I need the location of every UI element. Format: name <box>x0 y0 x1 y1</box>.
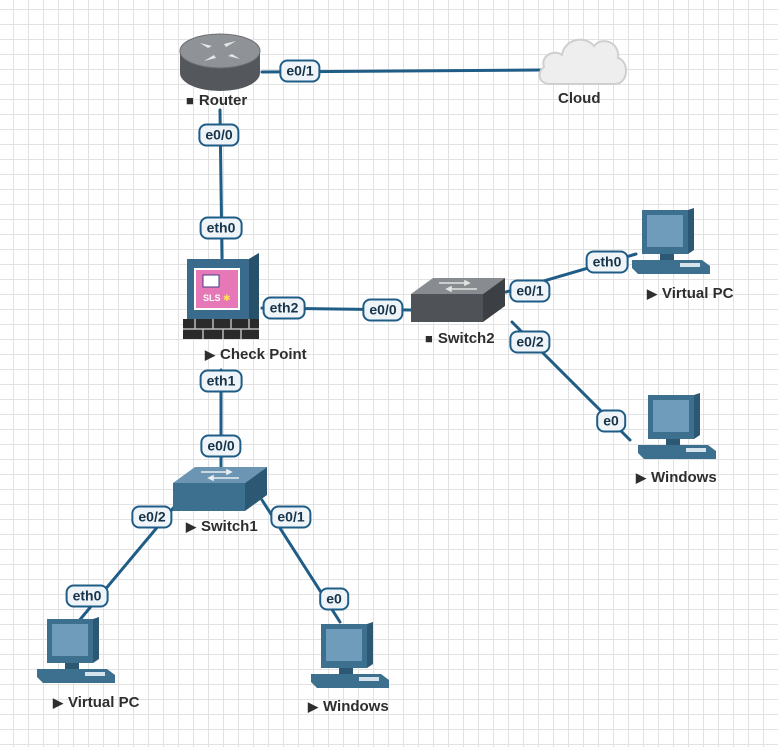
computer-icon[interactable] <box>35 617 117 685</box>
port-label-router-e0-0[interactable]: e0/0 <box>198 123 240 147</box>
running-state-icon: ▶ <box>186 519 196 534</box>
firewall-icon[interactable]: SLS ✱ <box>183 253 263 339</box>
vpc-right-label[interactable]: ▶ Virtual PC <box>647 285 733 303</box>
switch2-label[interactable]: ■ Switch2 <box>425 330 495 348</box>
port-label-checkpoint-eth1[interactable]: eth1 <box>199 369 243 393</box>
vpc-left-label[interactable]: ▶ Virtual PC <box>53 694 139 712</box>
port-label-checkpoint-eth0[interactable]: eth0 <box>199 216 243 240</box>
router-name: Router <box>198 92 248 109</box>
stopped-state-icon: ■ <box>186 93 194 108</box>
switch1-label[interactable]: ▶ Switch1 <box>186 518 258 536</box>
switch1-name: Switch1 <box>201 518 258 535</box>
windows-bottom-name: Windows <box>323 698 389 715</box>
switch2-name: Switch2 <box>437 330 495 347</box>
computer-icon[interactable] <box>309 622 391 690</box>
windows-right-label[interactable]: ▶ Windows <box>636 469 717 487</box>
stopped-state-icon: ■ <box>425 331 433 346</box>
port-label-switch2-e0-2[interactable]: e0/2 <box>509 330 551 354</box>
port-label-vpc-left-eth0[interactable]: eth0 <box>65 584 109 608</box>
computer-icon[interactable] <box>636 393 718 461</box>
switch-icon[interactable] <box>409 276 507 324</box>
checkpoint-name: Check Point <box>220 346 307 363</box>
cloud-label[interactable]: Cloud <box>558 90 601 108</box>
cloud-icon[interactable] <box>536 30 630 90</box>
svg-text:✱: ✱ <box>223 293 231 303</box>
port-label-switch2-e0-0[interactable]: e0/0 <box>362 298 404 322</box>
svg-text:SLS: SLS <box>203 293 221 303</box>
cloud-name: Cloud <box>558 90 601 107</box>
running-state-icon: ▶ <box>53 695 63 710</box>
vpc-left-name: Virtual PC <box>68 694 140 711</box>
port-label-vpc-right-eth0[interactable]: eth0 <box>585 250 629 274</box>
computer-icon[interactable] <box>630 208 712 276</box>
running-state-icon: ▶ <box>308 699 318 714</box>
running-state-icon: ▶ <box>636 470 646 485</box>
port-label-windows-bottom-e0[interactable]: e0 <box>319 587 349 611</box>
switch-icon[interactable] <box>171 465 269 513</box>
checkpoint-label[interactable]: ▶ Check Point <box>205 346 307 364</box>
router-label[interactable]: ■ Router <box>186 92 247 110</box>
port-label-switch1-e0-0[interactable]: e0/0 <box>200 434 242 458</box>
running-state-icon: ▶ <box>647 286 657 301</box>
router-icon[interactable] <box>178 33 262 93</box>
port-label-switch1-e0-2[interactable]: e0/2 <box>131 505 173 529</box>
port-label-switch2-e0-1[interactable]: e0/1 <box>509 279 551 303</box>
port-label-checkpoint-eth2[interactable]: eth2 <box>262 296 306 320</box>
port-label-windows-right-e0[interactable]: e0 <box>596 409 626 433</box>
port-label-switch1-e0-1[interactable]: e0/1 <box>270 505 312 529</box>
windows-bottom-label[interactable]: ▶ Windows <box>308 698 389 716</box>
vpc-right-name: Virtual PC <box>662 285 734 302</box>
running-state-icon: ▶ <box>205 347 215 362</box>
port-label-router-e0-1[interactable]: e0/1 <box>279 59 321 83</box>
windows-right-name: Windows <box>651 469 717 486</box>
